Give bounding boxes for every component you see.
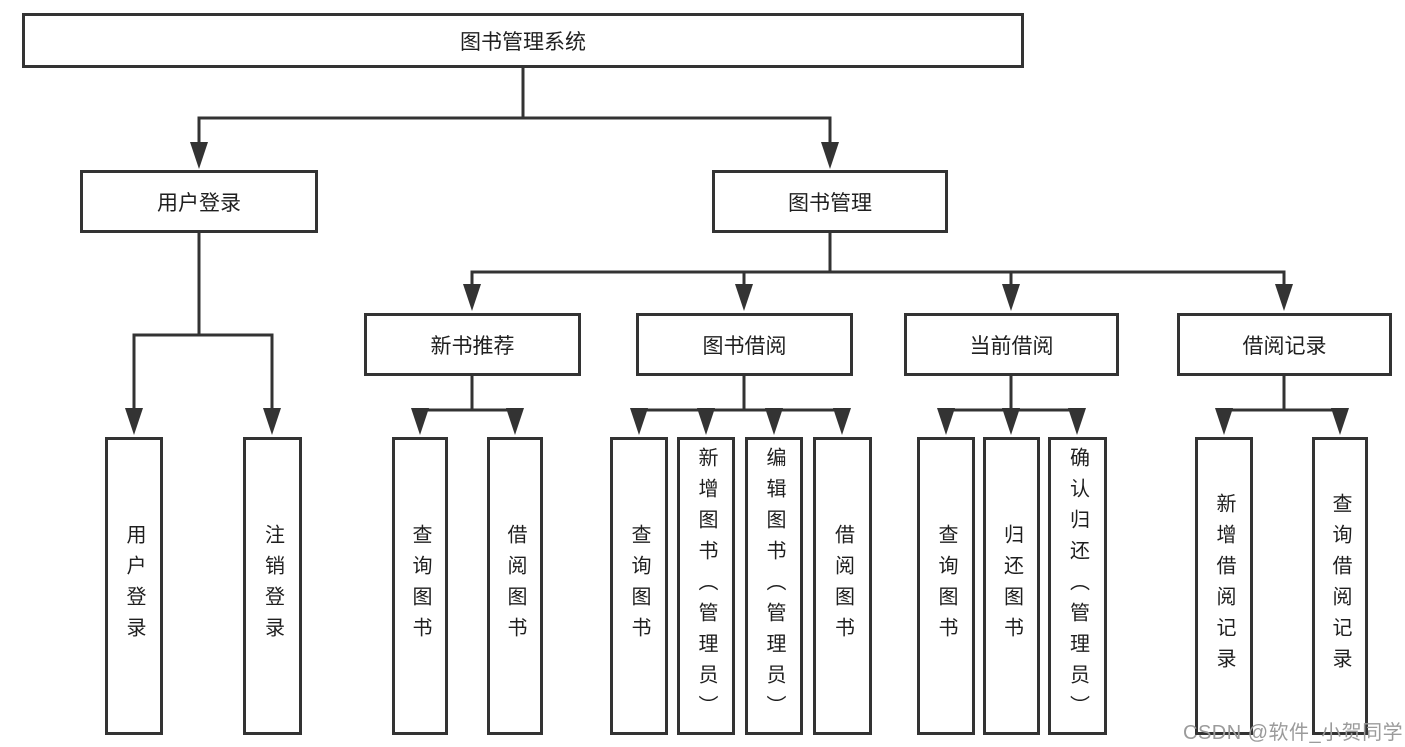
node-current-borrowing: 当前借阅 (904, 313, 1119, 376)
node-label: 图书管理 (788, 191, 872, 215)
node-label: 新增图书（管理员） (695, 446, 717, 726)
leaf-query-books-borrow: 查询图书 (610, 437, 668, 735)
node-label: 归还图书 (1000, 524, 1023, 648)
leaf-borrow-books-recommend: 借阅图书 (487, 437, 543, 735)
node-label: 借阅图书 (504, 524, 526, 648)
leaf-confirm-return-admin: 确认归还（管理员） (1048, 437, 1107, 735)
node-label: 查询图书 (935, 524, 957, 648)
node-label: 当前借阅 (969, 334, 1054, 358)
leaf-query-books-recommend: 查询图书 (392, 437, 448, 735)
node-label: 编辑图书（管理员） (763, 446, 785, 726)
leaf-user-login: 用户登录 (105, 437, 163, 735)
node-label: 图书管理系统 (460, 30, 586, 54)
node-user-login: 用户登录 (80, 170, 318, 233)
leaf-query-borrow-record: 查询借阅记录 (1312, 437, 1368, 735)
node-label: 借阅记录 (1242, 334, 1327, 358)
node-label: 新书推荐 (430, 334, 515, 358)
node-borrowing-records: 借阅记录 (1177, 313, 1392, 376)
node-label: 注销登录 (261, 524, 284, 648)
node-book-management: 图书管理 (712, 170, 948, 233)
leaf-edit-book-admin: 编辑图书（管理员） (745, 437, 803, 735)
node-label: 查询借阅记录 (1329, 493, 1351, 679)
node-library-management-system: 图书管理系统 (22, 13, 1024, 68)
node-label: 新增借阅记录 (1213, 493, 1235, 679)
leaf-add-book-admin: 新增图书（管理员） (677, 437, 735, 735)
leaf-add-borrow-record: 新增借阅记录 (1195, 437, 1253, 735)
node-label: 用户登录 (123, 524, 145, 648)
leaf-return-book: 归还图书 (983, 437, 1040, 735)
node-label: 查询图书 (409, 524, 431, 648)
node-label: 确认归还（管理员） (1066, 446, 1089, 726)
node-label: 借阅图书 (831, 524, 854, 648)
leaf-borrow-books-borrow: 借阅图书 (813, 437, 872, 735)
csdn-watermark: CSDN @软件_小贺同学 (1183, 722, 1404, 744)
leaf-query-books-current: 查询图书 (917, 437, 975, 735)
node-new-book-recommendation: 新书推荐 (364, 313, 581, 376)
node-label: 用户登录 (157, 191, 241, 215)
node-label: 图书借阅 (702, 334, 787, 358)
node-book-borrowing: 图书借阅 (636, 313, 853, 376)
leaf-logout: 注销登录 (243, 437, 302, 735)
arrowheads (125, 142, 1349, 435)
node-label: 查询图书 (628, 524, 650, 648)
